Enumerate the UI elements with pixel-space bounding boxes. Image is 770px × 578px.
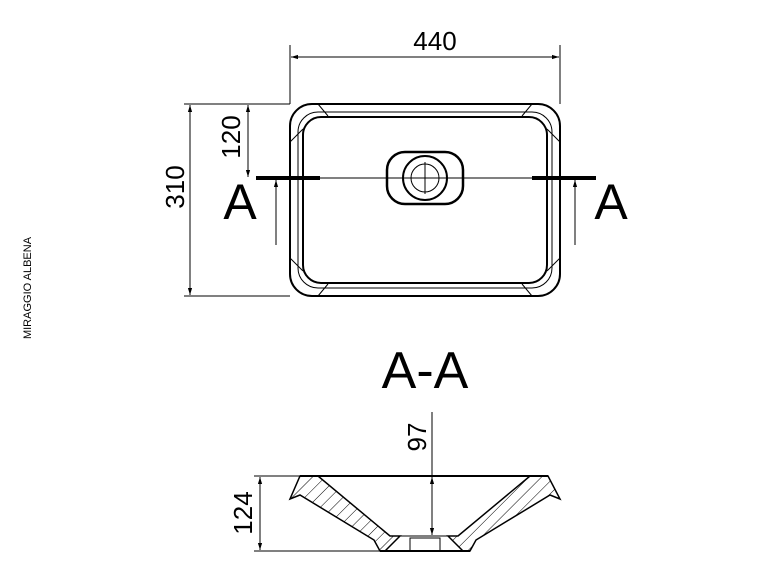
depth-dimension: 310 [160,165,190,208]
section-view: 124 97 [228,412,562,552]
basin-bowl-outline [302,116,548,284]
height-dimension: 124 [228,491,258,534]
basin-rim-inner [297,111,553,289]
inner-depth-dimension: 97 [402,423,432,452]
model-label: MIRAGGIO ALBENA [22,236,34,339]
section-mark-left: A [223,174,257,230]
section-left-wall [288,475,402,552]
width-dimension: 440 [413,26,456,56]
section-title: A-A [382,342,469,400]
basin-outer-outline [289,103,561,297]
section-drain [409,537,441,552]
section-right-wall [446,475,562,552]
drain-offset-dimension: 120 [216,115,246,158]
plan-view: A A 440 310 120 [160,26,628,297]
section-mark-right: A [594,174,628,230]
corner-marks [289,103,561,297]
